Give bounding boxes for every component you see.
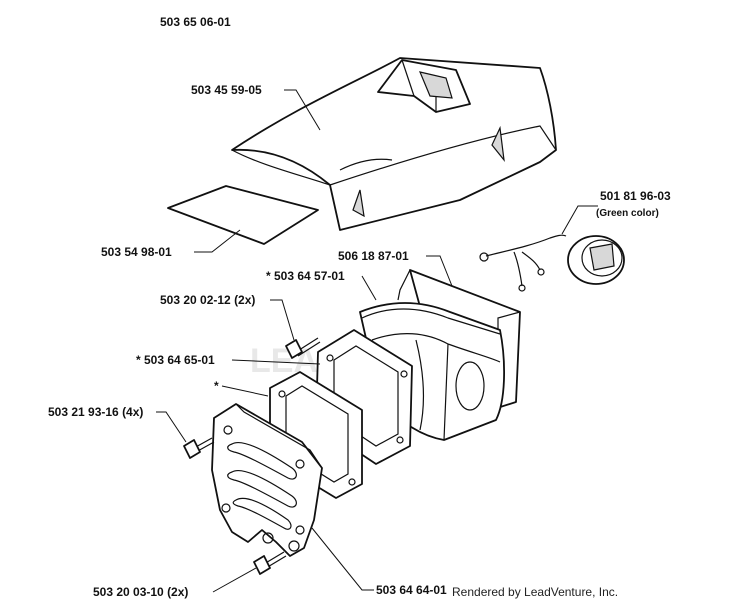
label-gasket: * 503 64 65-01 (136, 353, 215, 367)
label-cap-part: 501 81 96-03 (600, 189, 671, 203)
label-star-note: * (214, 379, 219, 393)
leader-lines (156, 89, 598, 593)
assembly-number-label: 503 65 06-01 (160, 15, 231, 29)
cap-part (479, 234, 625, 292)
bottom-plate-part (211, 403, 323, 557)
label-screw-2x: 503 20 02-12 (2x) (160, 293, 255, 307)
label-screws-4x: 503 21 93-16 (4x) (48, 405, 143, 419)
screw-2x-part (285, 337, 321, 359)
label-filter-pad: 503 54 98-01 (101, 245, 172, 259)
filter-pad-part (167, 185, 319, 245)
bottom-screw-part (253, 551, 287, 575)
screw-4x-part (183, 437, 215, 459)
label-spacer: * 503 64 57-01 (266, 269, 345, 283)
label-bottom-screw: 503 20 03-10 (2x) (93, 585, 188, 599)
label-air-box: 506 18 87-01 (338, 249, 409, 263)
label-plate: 503 64 64-01 (376, 583, 447, 597)
label-cover: 503 45 59-05 (191, 83, 262, 97)
footer-text: Rendered by LeadVenture, Inc. (452, 585, 618, 599)
top-cover-part (231, 57, 557, 231)
label-cap-note: (Green color) (596, 208, 659, 219)
